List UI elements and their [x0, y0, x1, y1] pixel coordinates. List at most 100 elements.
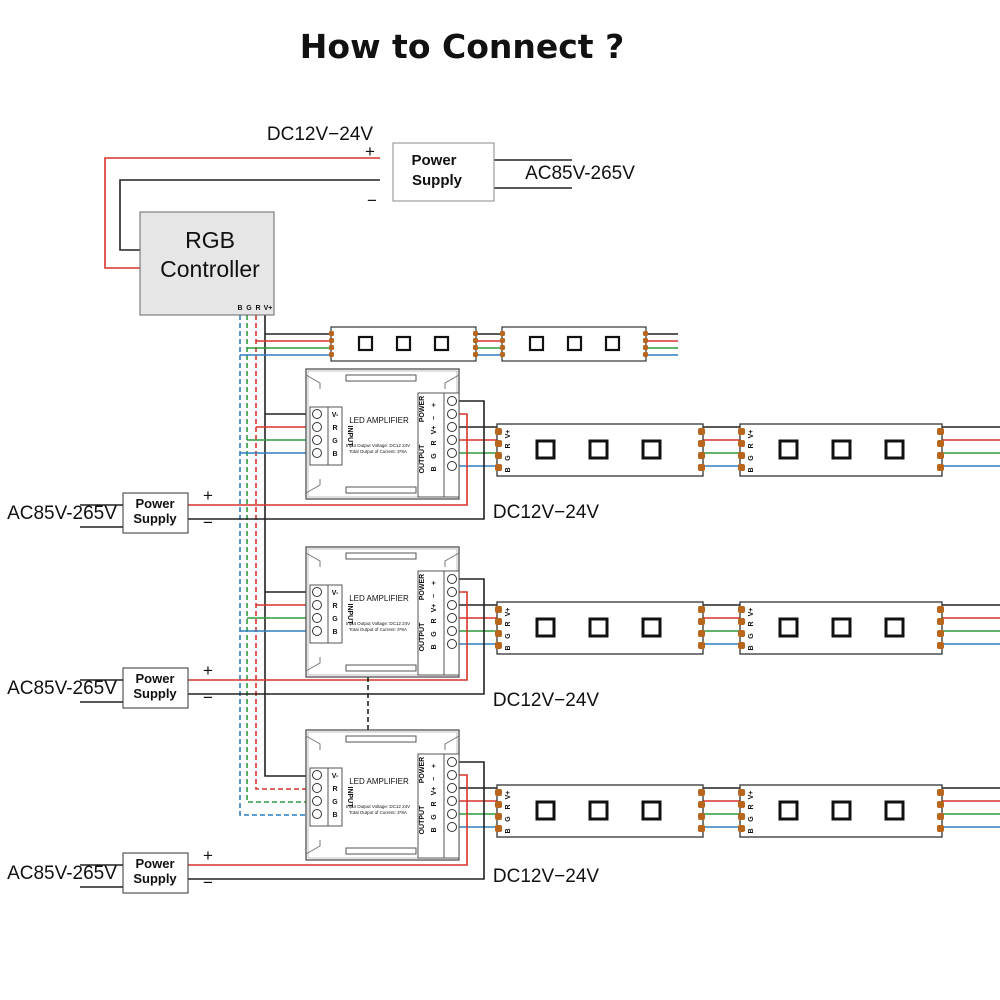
- led-chip: [831, 617, 852, 638]
- solder-pad: [698, 618, 705, 625]
- minus-label: −: [203, 688, 213, 707]
- output-terminal: [447, 809, 457, 819]
- output-terminal: [447, 600, 457, 610]
- power-supply-label: Supply: [133, 871, 177, 886]
- led-chip: [778, 800, 799, 821]
- led-chip: [884, 617, 905, 638]
- led-chip: [566, 335, 583, 352]
- output-terminal: [447, 422, 457, 432]
- input-terminal: [312, 600, 322, 610]
- led-chip: [831, 800, 852, 821]
- wire-controller-positive: [104, 157, 380, 269]
- output-terminal: [447, 626, 457, 636]
- strip-pin-label: R: [748, 804, 755, 809]
- solder-pad: [473, 331, 478, 336]
- minus-label: −: [203, 873, 213, 892]
- wire-amp-power-positive: [188, 413, 468, 506]
- solder-pad: [698, 642, 705, 649]
- led-chip: [641, 617, 662, 638]
- output-pin-label: V+: [431, 426, 438, 435]
- power-supply-box: [392, 142, 495, 202]
- output-terminal: [447, 822, 457, 832]
- amplifier-spec: Input Output Voltage: DC12 24V: [346, 443, 410, 448]
- wire-amp-power-negative: [188, 400, 485, 520]
- solder-pad: [495, 618, 502, 625]
- solder-pad: [937, 825, 944, 832]
- page-title: How to Connect ?: [300, 27, 624, 66]
- solder-pad: [698, 440, 705, 447]
- strip-pin-label: G: [505, 816, 512, 822]
- solder-pad: [937, 618, 944, 625]
- input-pin-label: B: [332, 451, 337, 458]
- controller-pin-label: B: [237, 305, 242, 312]
- led-strip: V+RGB: [738, 601, 944, 655]
- solder-pad: [495, 606, 502, 613]
- strip-pin-label: V+: [748, 608, 755, 617]
- controller-label: RGB: [185, 227, 235, 253]
- power-supply-label: Supply: [133, 511, 177, 526]
- input-pin-label: G: [332, 438, 338, 445]
- solder-pad: [937, 606, 944, 613]
- rgb-controller-box: [139, 211, 275, 316]
- led-strip: [500, 326, 648, 362]
- solder-pad: [643, 338, 648, 343]
- led-chip: [778, 439, 799, 460]
- wire-amp-power-positive: [188, 774, 468, 866]
- solder-pad: [473, 352, 478, 357]
- plus-label: +: [203, 661, 213, 680]
- solder-pad: [500, 345, 505, 350]
- output-terminal: [447, 796, 457, 806]
- output-terminal: [447, 639, 457, 649]
- output-pin-label: B: [431, 644, 438, 649]
- solder-pad: [937, 801, 944, 808]
- output-terminal: [447, 396, 457, 406]
- wire-bus-red: [255, 315, 309, 790]
- output-terminal: [447, 435, 457, 445]
- strip-pin-label: R: [748, 621, 755, 626]
- output-pin-label: R: [431, 618, 438, 623]
- input-pin-label: V-: [332, 590, 339, 597]
- strip-pin-label: R: [505, 443, 512, 448]
- input-pin-strip: [327, 767, 343, 827]
- power-supply-box: [122, 667, 189, 709]
- solder-pad: [937, 428, 944, 435]
- led-chip: [831, 439, 852, 460]
- input-pin-label: V-: [332, 773, 339, 780]
- output-terminal: [447, 587, 457, 597]
- solder-pad: [738, 825, 745, 832]
- output-terminal-block: [443, 392, 460, 498]
- voltage-label: DC12V−24V: [493, 502, 599, 523]
- wire-controller-negative: [119, 179, 380, 251]
- wire-amp-power-negative: [188, 578, 485, 695]
- output-pin-label: G: [431, 814, 438, 820]
- solder-pad: [738, 630, 745, 637]
- solder-pad: [698, 630, 705, 637]
- solder-pad: [473, 338, 478, 343]
- led-strip: V+RGB: [495, 601, 705, 655]
- vent-slot: [345, 374, 417, 382]
- input-pin-label: B: [332, 629, 337, 636]
- input-terminal: [312, 770, 322, 780]
- power-supply-label: Power: [411, 152, 456, 169]
- solder-pad: [495, 428, 502, 435]
- strip-pin-label: G: [748, 816, 755, 822]
- input-terminal: [312, 587, 322, 597]
- power-supply-label: Power: [135, 671, 174, 686]
- solder-pad: [937, 440, 944, 447]
- corner-notch: [444, 374, 460, 389]
- power-supply-label: Power: [135, 856, 174, 871]
- corner-notch: [444, 552, 460, 567]
- solder-pad: [500, 338, 505, 343]
- wire-amp-power-positive: [188, 591, 468, 681]
- amplifier-spec: Total Output of Current: 3*8A: [349, 449, 407, 454]
- amplifier-spec: Input Output Voltage: DC12 24V: [346, 621, 410, 626]
- wires: [80, 157, 1000, 888]
- strip-pin-label: G: [505, 633, 512, 639]
- voltage-label: AC85V-265V: [7, 503, 117, 524]
- output-terminal: [447, 409, 457, 419]
- input-terminal: [312, 422, 322, 432]
- solder-pad: [937, 642, 944, 649]
